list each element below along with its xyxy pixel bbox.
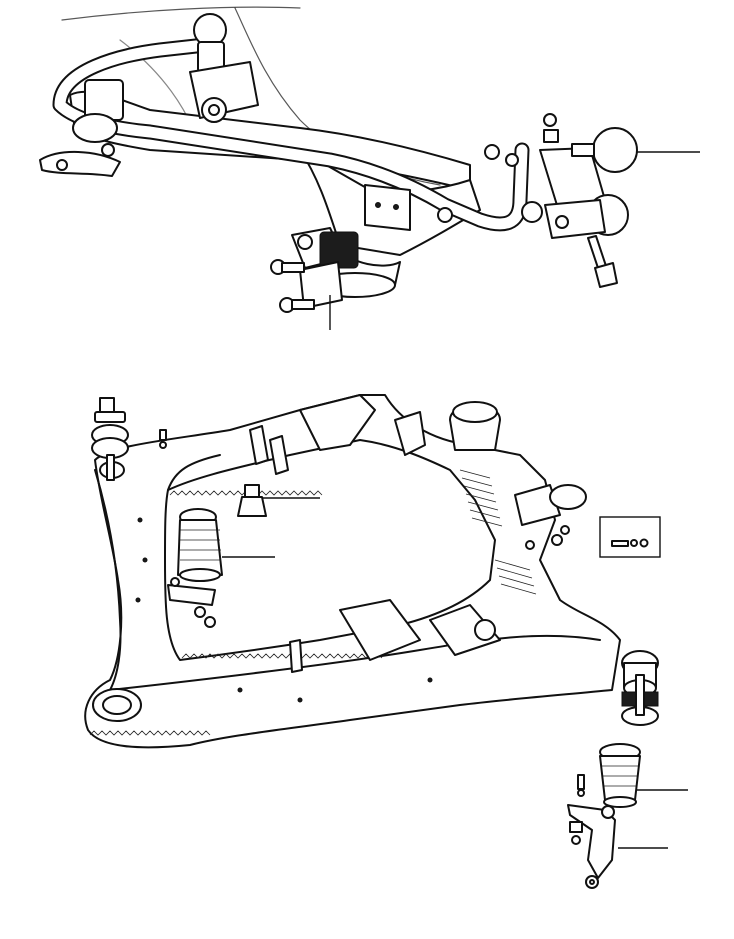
stabilizer-link (484, 113, 638, 288)
subframe-mount-bushing (621, 650, 659, 726)
auxiliary-spring-front (599, 743, 688, 808)
stabilizer-left-bushing (39, 79, 124, 177)
spring-bracket (567, 774, 668, 889)
stabilizer-bracket-bushing (270, 227, 401, 313)
mounting-hardware-kit (599, 516, 661, 558)
subframe-mount-bushing-rear (91, 397, 167, 481)
auxiliary-spring-rear (167, 508, 275, 628)
front-subframe (84, 394, 621, 749)
rubber-bump-stop (237, 484, 320, 517)
stabilizer-assembly (39, 6, 700, 330)
subframe-hardware-right (514, 484, 587, 550)
stabilizer-upper-mount (189, 13, 259, 123)
